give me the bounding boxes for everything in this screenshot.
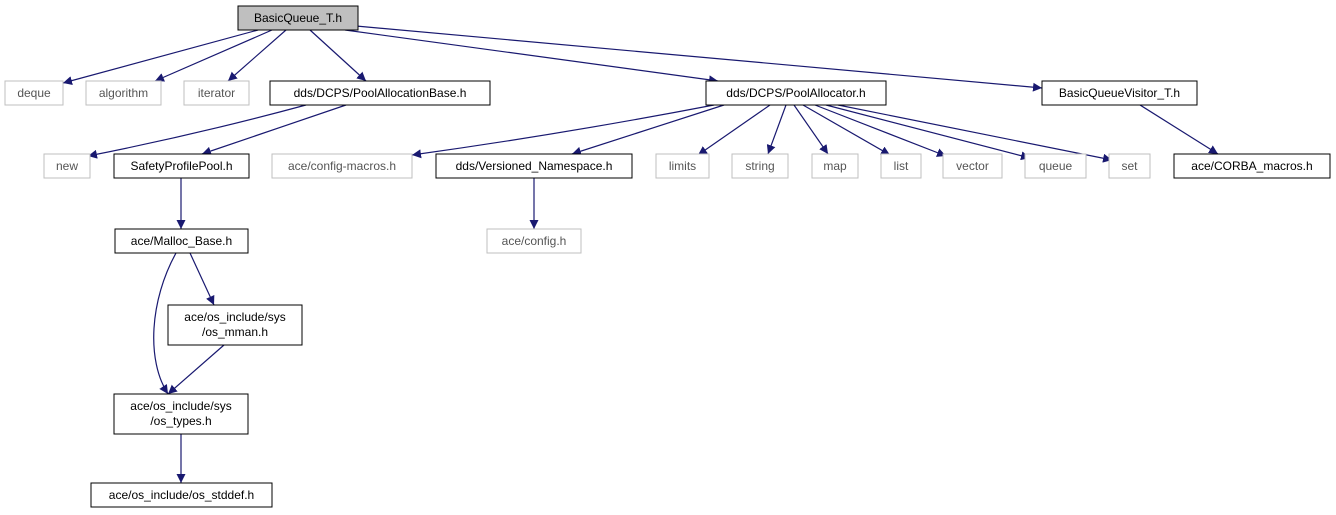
node-label: algorithm [99, 86, 148, 100]
node-corba-macros-h[interactable]: ace/CORBA_macros.h [1173, 153, 1331, 179]
node-poolallocationbase-h[interactable]: dds/DCPS/PoolAllocationBase.h [269, 80, 491, 106]
node-label: BasicQueue_T.h [254, 11, 342, 25]
node-label: map [823, 159, 847, 173]
edge-poolallocator-h-to-config-macros-h [411, 104, 715, 159]
node-iterator[interactable]: iterator [183, 80, 250, 106]
node-label: dds/DCPS/PoolAllocationBase.h [294, 86, 467, 100]
edge-poolallocationbase-h-to-safetyprofilepool-h [201, 104, 347, 156]
node-string[interactable]: string [731, 153, 789, 179]
node-label: deque [17, 86, 51, 100]
node-set[interactable]: set [1108, 153, 1151, 179]
edge-poolallocator-h-to-limits [697, 104, 771, 156]
node-label: ace/config-macros.h [288, 159, 396, 173]
node-label-line2: /os_types.h [150, 414, 211, 428]
node-deque[interactable]: deque [4, 80, 64, 106]
node-label: ace/os_include/os_stddef.h [109, 488, 254, 502]
node-label-line1: ace/os_include/sys [130, 399, 231, 413]
node-queue[interactable]: queue [1024, 153, 1087, 179]
node-basicqueuevisitor-t-h[interactable]: BasicQueueVisitor_T.h [1041, 80, 1198, 106]
edge-basicqueue-t-h-to-basicqueuevisitor-t-h [355, 25, 1043, 92]
edge-basicqueue-t-h-to-deque [62, 29, 259, 85]
edge-malloc-base-h-to-os-types-h [153, 252, 177, 395]
node-os-types-h[interactable]: ace/os_include/sys /os_types.h [113, 393, 249, 435]
edges-layer [62, 25, 1219, 483]
nodes-layer: BasicQueue_T.h deque algorithm iterator … [4, 5, 1331, 508]
edge-poolallocator-h-to-queue [825, 104, 1031, 161]
edge-poolallocator-h-to-map [793, 104, 829, 155]
node-label: BasicQueueVisitor_T.h [1059, 86, 1180, 100]
node-label: dds/Versioned_Namespace.h [456, 159, 613, 173]
node-label: ace/CORBA_macros.h [1191, 159, 1312, 173]
node-label: ace/Malloc_Base.h [131, 234, 232, 248]
node-label: vector [956, 159, 989, 173]
edge-basicqueuevisitor-t-h-to-corba-macros-h [1139, 104, 1219, 155]
node-malloc-base-h[interactable]: ace/Malloc_Base.h [114, 228, 249, 254]
node-safetyprofilepool-h[interactable]: SafetyProfilePool.h [113, 153, 250, 179]
node-config-macros-h[interactable]: ace/config-macros.h [271, 153, 413, 179]
edge-basicqueue-t-h-to-poolallocator-h [344, 29, 719, 85]
node-label: ace/config.h [502, 234, 567, 248]
node-algorithm[interactable]: algorithm [85, 80, 162, 106]
node-config-h[interactable]: ace/config.h [486, 228, 582, 254]
node-label-line2: /os_mman.h [202, 325, 268, 339]
edge-basicqueue-t-h-to-poolallocationbase-h [309, 29, 367, 82]
node-label: queue [1039, 159, 1073, 173]
edge-poolallocator-h-to-set [837, 104, 1113, 163]
node-limits[interactable]: limits [655, 153, 710, 179]
node-label: limits [669, 159, 696, 173]
node-poolallocator-h[interactable]: dds/DCPS/PoolAllocator.h [705, 80, 887, 106]
edge-poolallocator-h-to-vector [814, 104, 947, 157]
edge-basicqueue-t-h-to-iterator [227, 29, 287, 82]
node-new[interactable]: new [43, 153, 91, 179]
edge-malloc-base-h-to-os-mman-h [189, 252, 215, 306]
node-label: dds/DCPS/PoolAllocator.h [726, 86, 865, 100]
node-label: string [745, 159, 774, 173]
edge-poolallocationbase-h-to-new [87, 104, 307, 159]
edge-os-mman-h-to-os-types-h [167, 344, 225, 395]
node-map[interactable]: map [811, 153, 859, 179]
edge-poolallocator-h-to-string [766, 104, 787, 155]
node-versioned-namespace-h[interactable]: dds/Versioned_Namespace.h [435, 153, 633, 179]
node-label-line1: ace/os_include/sys [184, 310, 285, 324]
edge-basicqueue-t-h-to-algorithm [154, 29, 273, 82]
node-vector[interactable]: vector [942, 153, 1003, 179]
node-label: SafetyProfilePool.h [130, 159, 232, 173]
node-label: set [1121, 159, 1138, 173]
node-basicqueue-t-h[interactable]: BasicQueue_T.h [237, 5, 359, 31]
edge-poolallocator-h-to-list [802, 104, 891, 156]
node-os-mman-h[interactable]: ace/os_include/sys /os_mman.h [167, 304, 303, 346]
node-label: iterator [198, 86, 235, 100]
node-label: new [56, 159, 78, 173]
edge-poolallocator-h-to-versioned-namespace-h [571, 104, 725, 156]
node-list[interactable]: list [880, 153, 922, 179]
node-os-stddef-h[interactable]: ace/os_include/os_stddef.h [90, 482, 273, 508]
node-label: list [894, 159, 909, 173]
